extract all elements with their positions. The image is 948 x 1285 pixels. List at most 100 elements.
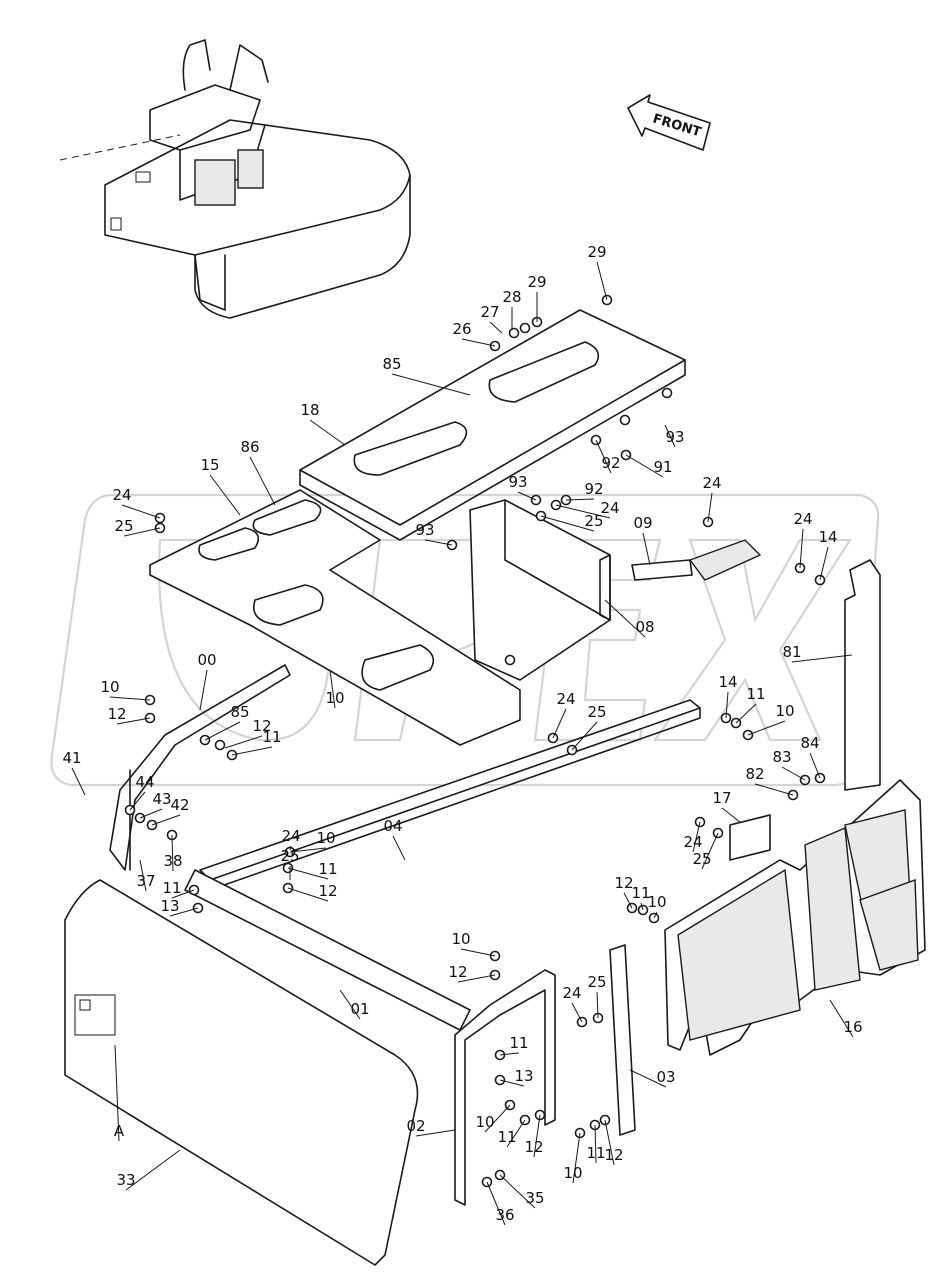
leader-line (489, 321, 503, 334)
callout-label: 82 (745, 765, 764, 783)
leader-line (391, 373, 471, 396)
callout-label: 83 (772, 748, 791, 766)
callout-label: 08 (635, 618, 654, 636)
leader-line (309, 419, 346, 446)
leader-line (595, 439, 612, 474)
callout-label: 81 (782, 643, 801, 661)
callout-label: 25 (692, 850, 711, 868)
callout-label: 11 (497, 1128, 516, 1146)
leader-line (171, 834, 174, 872)
leader-line (114, 1044, 120, 1142)
side-frame-02 (454, 969, 556, 1206)
leader-line (640, 902, 644, 911)
callout-label: 10 (100, 678, 119, 696)
leader-line (499, 1174, 536, 1209)
leader-line (571, 721, 598, 751)
callout-label: 10 (475, 1113, 494, 1131)
leader-line (735, 703, 757, 724)
callout-label: 00 (197, 651, 216, 669)
callout-label: 12 (448, 963, 467, 981)
leader-line (604, 1119, 615, 1166)
leader-line (819, 546, 829, 581)
leader-line (747, 720, 786, 736)
callout-label: 12 (318, 882, 337, 900)
callout-label: 25 (114, 517, 133, 535)
leader-line (623, 892, 633, 909)
callout-label: 18 (300, 401, 319, 419)
callout-label: 44 (135, 773, 154, 791)
callout-label: 10 (451, 930, 470, 948)
leader-line (552, 708, 567, 739)
leader-line (664, 424, 676, 448)
callout-label: 37 (136, 872, 155, 890)
leader-line (424, 539, 453, 546)
leader-line (457, 974, 496, 983)
callout-label: 10 (563, 1164, 582, 1182)
front-label: FRONT (651, 111, 703, 140)
leader-line (484, 1104, 511, 1133)
leader-line (231, 746, 273, 756)
callout-label: 12 (252, 717, 271, 735)
leader-line (460, 948, 496, 957)
callout-label: 16 (843, 1018, 862, 1036)
leader-line (754, 783, 794, 796)
callout-label: 25 (280, 847, 299, 865)
leader-line (565, 498, 595, 501)
leader-line (642, 532, 651, 566)
plate-17 (729, 814, 771, 861)
leader-line (204, 721, 241, 741)
column-81 (844, 559, 881, 791)
callout-label: 24 (562, 984, 581, 1002)
leader-line (139, 859, 147, 892)
callout-label: 11 (262, 728, 281, 746)
leader-line (171, 889, 195, 899)
callout-label: 86 (240, 438, 259, 456)
callout-label: 85 (382, 355, 401, 373)
callout-label: 11 (509, 1034, 528, 1052)
bracket-09 (631, 539, 762, 581)
callout-label: 93 (415, 521, 434, 539)
leader-line (339, 989, 361, 1020)
leader-line (692, 821, 701, 853)
leader-line (123, 527, 161, 537)
frame-00 (109, 664, 291, 871)
callout-label: 13 (514, 1067, 533, 1085)
callout-label: 24 (556, 690, 575, 708)
callout-label: 35 (525, 1189, 544, 1207)
callout-label: 11 (746, 685, 765, 703)
callout-label: 11 (318, 860, 337, 878)
callout-label: 11 (162, 879, 181, 897)
callout-label: A (114, 1122, 125, 1140)
leader-line (506, 1119, 526, 1148)
front-cover-33 (64, 879, 419, 1266)
leader-line (781, 766, 806, 781)
callout-label: 09 (633, 514, 652, 532)
callout-label: 25 (584, 512, 603, 530)
leader-line (517, 491, 537, 501)
leader-line (555, 504, 611, 519)
fastener-3 (508, 327, 520, 339)
leader-line (129, 791, 146, 811)
leader-line (707, 492, 713, 523)
callout-label: 02 (406, 1117, 425, 1135)
callout-label: 17 (712, 789, 731, 807)
fastener-2 (519, 322, 531, 334)
callout-label: 12 (614, 874, 633, 892)
callout-label: 42 (170, 796, 189, 814)
leader-line (540, 515, 595, 532)
leader-line (572, 1132, 581, 1184)
callout-label: 01 (350, 1000, 369, 1018)
leader-line (499, 1052, 520, 1056)
leader-line (596, 261, 608, 301)
callout-label: 26 (452, 320, 471, 338)
callout-label: 13 (160, 897, 179, 915)
callout-label: 11 (586, 1144, 605, 1162)
side-panel-16 (664, 779, 926, 1056)
callout-label: 41 (62, 749, 81, 767)
callout-label: 24 (112, 486, 131, 504)
callout-label: 10 (775, 702, 794, 720)
callout-label: 10 (316, 829, 335, 847)
